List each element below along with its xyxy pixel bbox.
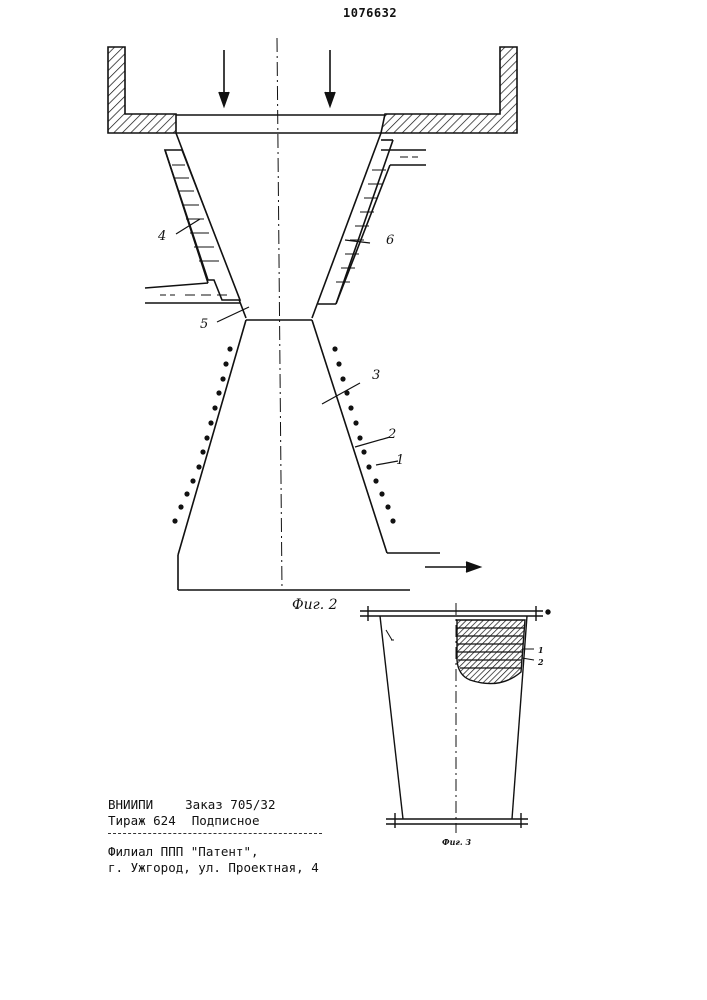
imprint-org: ВНИИПИ [108,797,153,812]
imprint-branch: Филиал ППП "Патент", [108,844,259,859]
fig3-label-2: 2 [537,657,544,667]
top-channel-right [381,47,517,133]
figure-3 [360,603,550,833]
label-3: 3 [372,368,380,383]
imprint-subscription: Подписное [192,813,260,828]
figure-2 [108,38,517,590]
imprint-separator [108,833,322,834]
imprint-circulation: Тираж 624 [108,813,176,828]
imprint-line-1: ВНИИПИ Заказ 705/32 [108,797,275,812]
label-1: 1 [396,453,404,468]
coil-dots [172,346,395,523]
top-channel [108,47,176,133]
left-jacket [165,150,240,300]
imprint-line-2: Тираж 624 Подписное [108,813,259,828]
label-4: 4 [157,229,166,244]
figure-3-caption: Фиг. 3 [442,837,471,847]
label-5: 5 [200,317,208,332]
label-2: 2 [387,427,396,442]
imprint-order: Заказ 705/32 [185,797,275,812]
imprint-address: г. Ужгород, ул. Проектная, 4 [108,860,319,875]
fig3-label-1: 1 [538,645,544,655]
label-6: 6 [386,233,394,248]
figure-2-caption: Фиг. 2 [292,597,338,613]
